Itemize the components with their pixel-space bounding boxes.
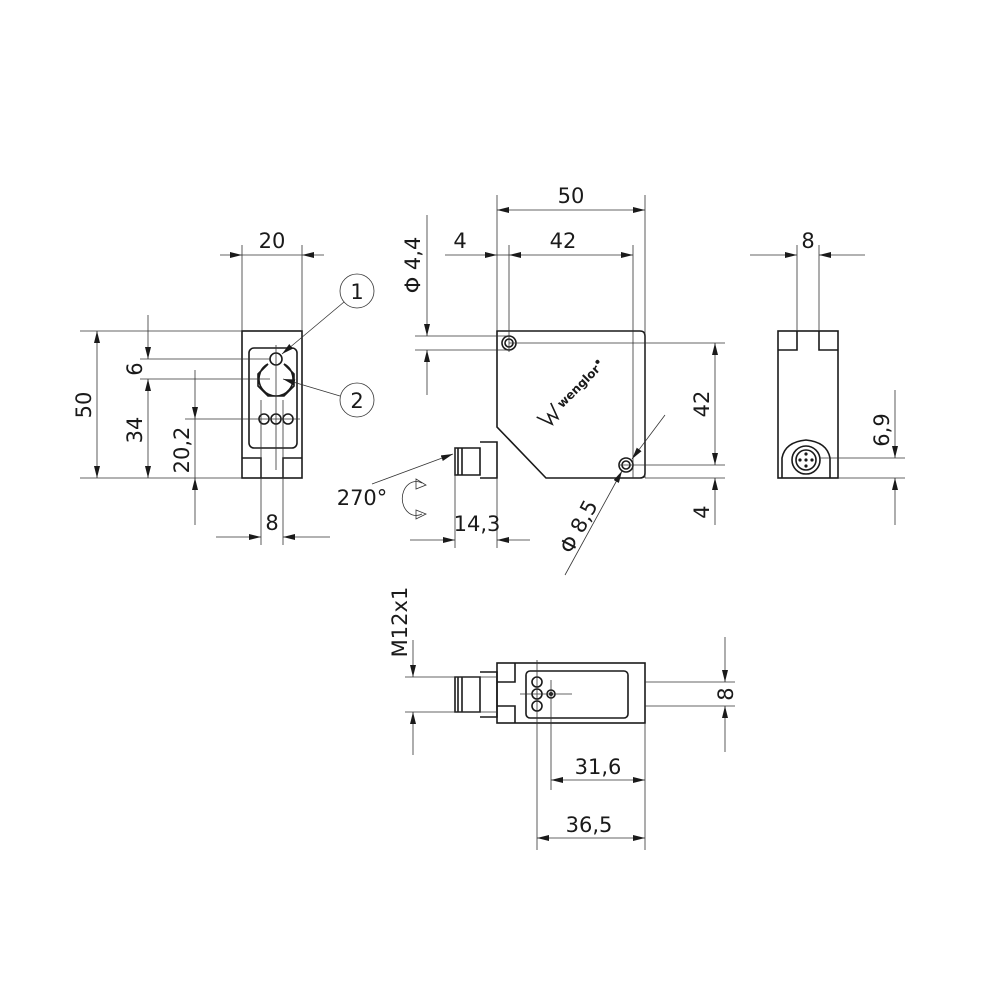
dim-8: 8 [265,511,278,535]
dim-14-3: 14,3 [454,512,501,536]
callout-1: 1 [350,280,363,304]
connector [454,441,498,479]
lens-window [257,363,295,397]
dim-31-6: 31,6 [575,755,622,779]
dim-width-20: 20 [259,229,286,253]
dim-height-50: 50 [72,392,96,419]
dim-width-50: 50 [558,184,585,208]
bottom-view: M12x1 8 31,6 36,5 [388,587,738,850]
wenglor-logo: wenglor [536,359,603,426]
callout-2: 2 [350,389,363,413]
dim-6: 6 [123,362,147,375]
rotation-arrow-icon [401,481,423,516]
front-view: 20 50 6 34 20,2 8 1 2 [72,229,375,545]
dim-8: 8 [714,687,738,700]
dim-8: 8 [801,229,814,253]
dim-4: 4 [453,229,466,253]
dim-36-5: 36,5 [566,813,613,837]
connector [454,671,498,718]
dim-34: 34 [123,417,147,444]
dim-20-2: 20,2 [170,427,194,474]
dim-connector-diameter: Φ 8,5 [555,496,603,557]
rotation-label: 270° [337,486,388,510]
dim-vertical-42: 42 [690,391,714,418]
svg-text:wenglor: wenglor [554,362,603,411]
dim-6-9: 6,9 [870,413,894,446]
connector-socket [791,445,821,475]
dim-vertical-4: 4 [690,505,714,518]
dim-hole-diameter: Φ 4,4 [401,237,425,294]
dim-thread-m12x1: M12x1 [388,587,412,658]
side-view: 50 4 42 Φ 4,4 42 4 Φ 8,5 14,3 270° wengl… [337,184,725,576]
end-view: 8 6,9 [750,229,905,525]
dim-42: 42 [550,229,577,253]
